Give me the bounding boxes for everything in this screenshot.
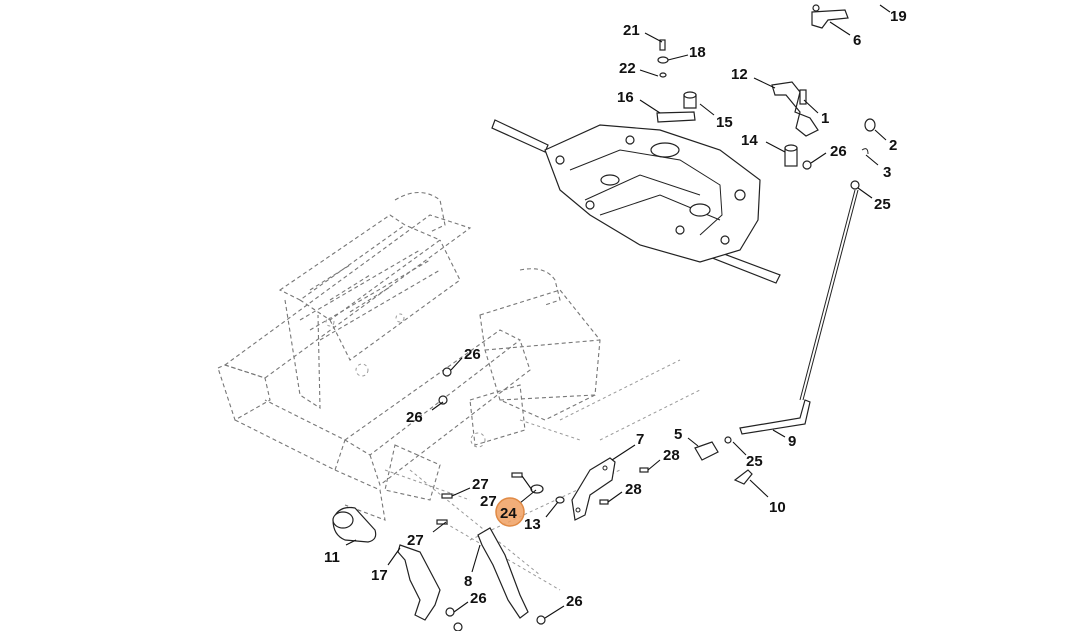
callout-25-top[interactable]: 25 — [874, 196, 891, 213]
lower-parts — [332, 506, 546, 631]
callout-15[interactable]: 15 — [716, 114, 733, 131]
callout-16[interactable]: 16 — [617, 89, 634, 106]
frame-outline — [217, 191, 701, 591]
control-rod — [724, 189, 859, 444]
callout-26-frame-b[interactable]: 26 — [406, 409, 423, 426]
callout-27-b[interactable]: 27 — [480, 493, 497, 510]
callout-26-bottom-a[interactable]: 26 — [470, 590, 487, 607]
callout-27-a[interactable]: 27 — [472, 476, 489, 493]
callout-21[interactable]: 21 — [623, 22, 640, 39]
callout-6[interactable]: 6 — [853, 32, 861, 49]
callout-28-a[interactable]: 28 — [663, 447, 680, 464]
highlight-marker[interactable] — [495, 497, 525, 527]
callout-2[interactable]: 2 — [889, 137, 897, 154]
highlight-label[interactable]: 24 — [500, 505, 517, 522]
callout-13[interactable]: 13 — [524, 516, 541, 533]
callout-labels: 19 6 21 18 22 12 16 15 1 14 2 26 3 25 26… — [324, 8, 907, 610]
leader-lines — [345, 4, 891, 619]
callout-22[interactable]: 22 — [619, 60, 636, 77]
callout-10[interactable]: 10 — [769, 499, 786, 516]
callout-27-c[interactable]: 27 — [407, 532, 424, 549]
callout-19[interactable]: 19 — [890, 8, 907, 25]
callout-25-mid[interactable]: 25 — [746, 453, 763, 470]
upper-hardware — [656, 4, 876, 190]
transaxle — [491, 119, 781, 284]
callout-26-bottom-b[interactable]: 26 — [566, 593, 583, 610]
callout-17[interactable]: 17 — [371, 567, 388, 584]
callout-1[interactable]: 1 — [821, 110, 829, 127]
callout-11[interactable]: 11 — [324, 549, 340, 566]
callout-12[interactable]: 12 — [731, 66, 748, 83]
callout-14[interactable]: 14 — [741, 132, 758, 149]
callout-26-frame-a[interactable]: 26 — [464, 346, 481, 363]
callout-18[interactable]: 18 — [689, 44, 706, 61]
callout-7[interactable]: 7 — [636, 431, 644, 448]
callout-26-top[interactable]: 26 — [830, 143, 847, 160]
callout-3[interactable]: 3 — [883, 164, 891, 181]
callout-8[interactable]: 8 — [464, 573, 472, 590]
callout-5[interactable]: 5 — [674, 426, 682, 443]
callout-9[interactable]: 9 — [788, 433, 796, 450]
callout-28-b[interactable]: 28 — [625, 481, 642, 498]
